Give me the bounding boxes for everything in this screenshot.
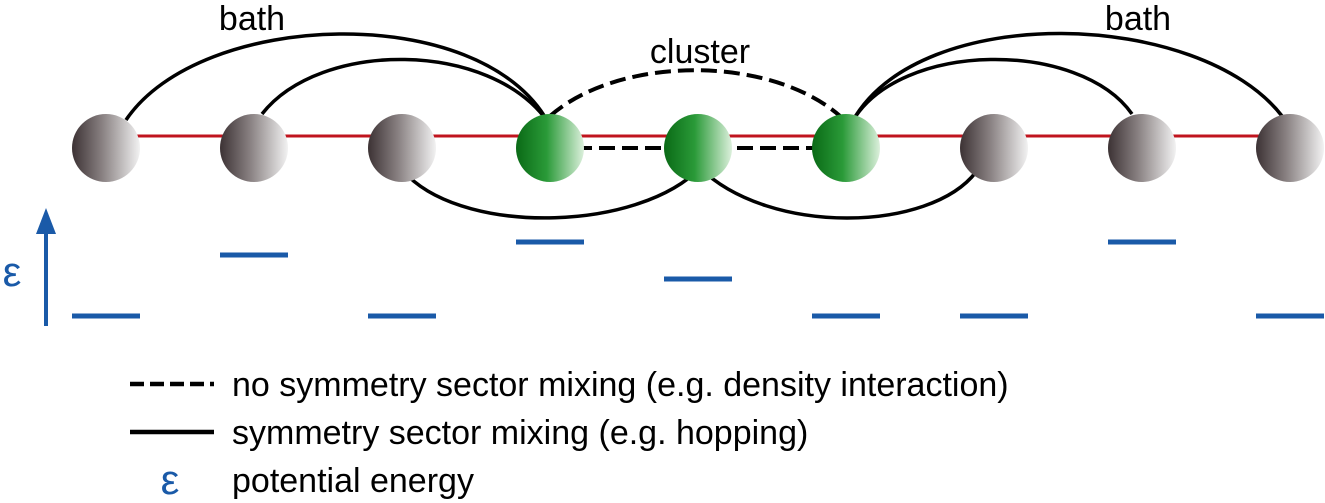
cluster-site bbox=[516, 114, 584, 182]
bath-site bbox=[368, 114, 436, 182]
bath-label-left: bath bbox=[219, 0, 285, 38]
legend-dashed-text: no symmetry sector mixing (e.g. density … bbox=[232, 366, 1009, 404]
density-arc bbox=[548, 68, 842, 118]
bath-label-right: bath bbox=[1105, 0, 1171, 38]
hopping-arc bbox=[406, 166, 702, 220]
cluster-site bbox=[664, 114, 732, 182]
bath-site bbox=[1108, 114, 1176, 182]
energy-levels bbox=[72, 239, 1324, 319]
hopping-arc bbox=[850, 31, 1284, 123]
cluster-site bbox=[812, 114, 880, 182]
bath-site bbox=[960, 114, 1028, 182]
bath-site bbox=[1256, 114, 1324, 182]
bath-site bbox=[220, 114, 288, 182]
legend-solid-text: symmetry sector mixing (e.g. hopping) bbox=[232, 414, 808, 452]
hopping-couplings bbox=[124, 31, 1284, 220]
cluster-label: cluster bbox=[650, 33, 750, 71]
legend-epsilon-text: potential energy bbox=[232, 462, 474, 500]
hopping-arc bbox=[850, 57, 1134, 123]
legend-epsilon-symbol: ε bbox=[161, 456, 180, 503]
hopping-arc bbox=[698, 166, 978, 220]
up-arrow-icon bbox=[36, 208, 56, 234]
energy-axis: ε bbox=[3, 208, 56, 326]
hopping-arc bbox=[260, 57, 550, 124]
bath-site bbox=[72, 114, 140, 182]
sites bbox=[72, 114, 1324, 182]
hopping-arc bbox=[124, 32, 550, 123]
energy-axis-label: ε bbox=[3, 248, 22, 295]
legend: no symmetry sector mixing (e.g. density … bbox=[130, 366, 1009, 503]
